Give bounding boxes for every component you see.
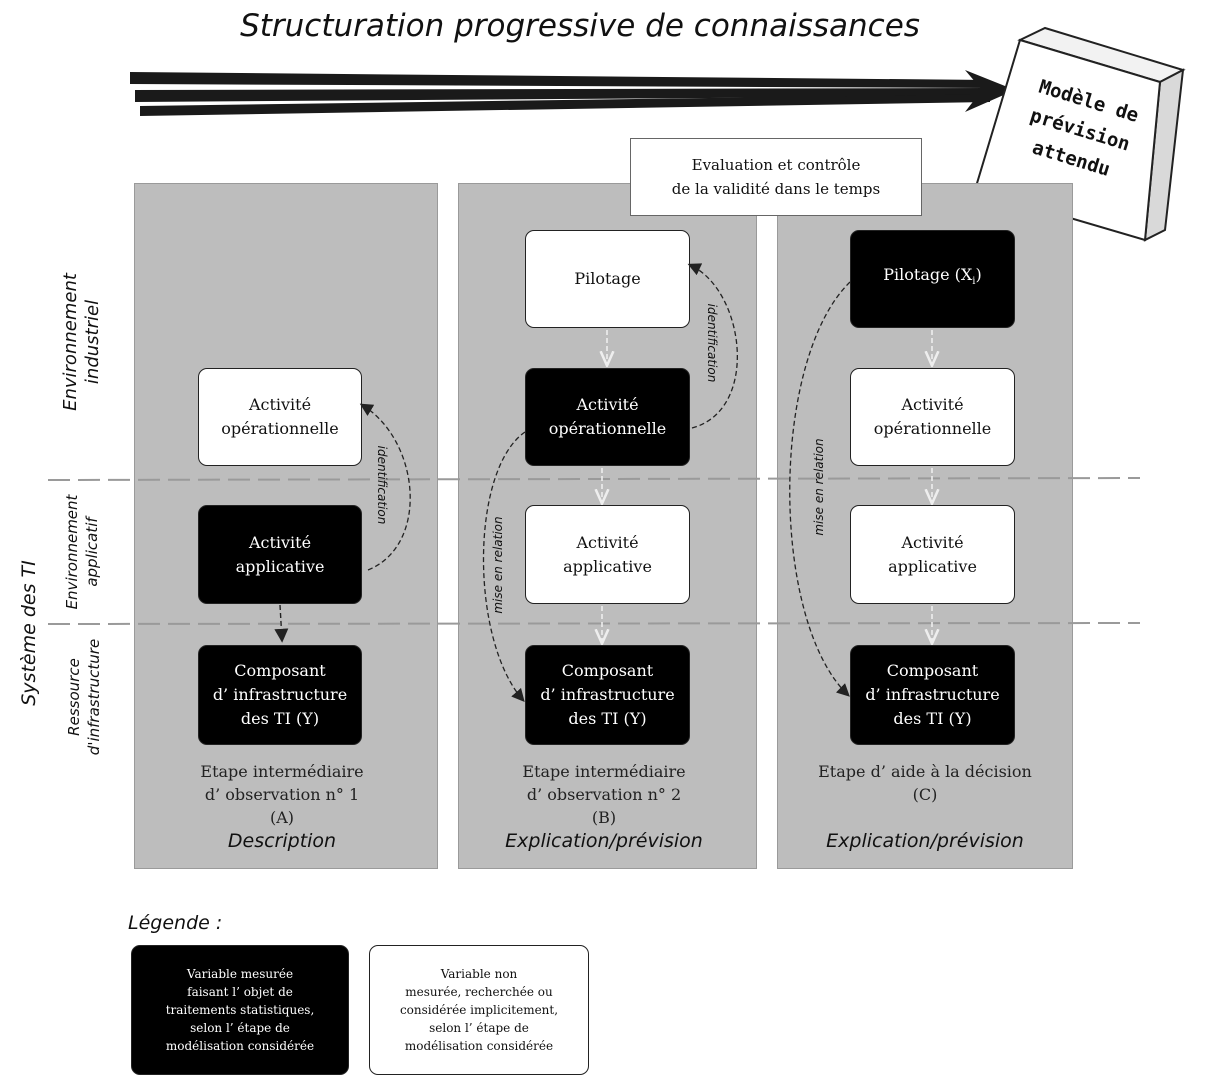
col-b-composant-infrastructure: Composant d’ infrastructure des TI (Y) <box>525 645 690 745</box>
col-b-activite-applicative: Activité applicative <box>525 505 690 604</box>
legend-measured-variable: Variable mesurée faisant l’ objet de tra… <box>131 945 349 1075</box>
label-env-applicatif: Environnement applicatif <box>63 494 101 610</box>
col-b-identification-label: identification <box>705 303 719 383</box>
col-c-activite-applicative: Activité applicative <box>850 505 1015 604</box>
col-a-activite-applicative: Activité applicative <box>198 505 362 604</box>
col-a-identification-label: identification <box>375 445 389 525</box>
col-b-pilotage: Pilotage <box>525 230 690 328</box>
label-systeme-ti: Système des TI <box>18 560 40 706</box>
evaluation-box: Evaluation et contrôle de la validité da… <box>630 138 922 216</box>
legend-title: Légende : <box>128 912 223 934</box>
col-a-step: Etape intermédiaire d’ observation n° 1 … <box>200 762 364 827</box>
col-c-activite-operationnelle: Activité opérationnelle <box>850 368 1015 466</box>
col-a-phase: Description <box>227 830 337 852</box>
col-b-activite-operationnelle: Activité opérationnelle <box>525 368 690 466</box>
col-b-step: Etape intermédiaire d’ observation n° 2 … <box>522 762 686 827</box>
progress-arrow <box>130 70 1015 116</box>
col-c-pilotage: Pilotage (Xi) <box>850 230 1015 328</box>
col-c-phase: Explication/prévision <box>826 830 1024 852</box>
col-a-activite-operationnelle: Activité opérationnelle <box>198 368 362 466</box>
col-c-step: Etape d’ aide à la décision (C) <box>818 762 1032 804</box>
legend-unmeasured-variable: Variable non mesurée, recherchée ou cons… <box>369 945 589 1075</box>
diagram-title: Structuration progressive de connaissanc… <box>240 8 920 44</box>
col-b-phase: Explication/prévision <box>505 830 703 852</box>
col-c-relation-label: mise en relation <box>812 438 826 536</box>
col-c-composant-infrastructure: Composant d’ infrastructure des TI (Y) <box>850 645 1015 745</box>
col-a-composant-infrastructure: Composant d’ infrastructure des TI (Y) <box>198 645 362 745</box>
label-ressource: Ressource d'infrastructure <box>65 638 103 756</box>
label-env-industriel: Environnement industriel <box>60 273 103 411</box>
col-b-relation-label: mise en relation <box>491 516 505 614</box>
